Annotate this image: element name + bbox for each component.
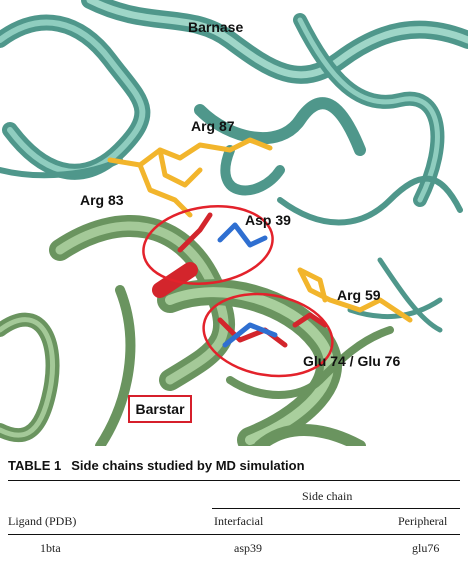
label-glu74-glu76: Glu 74 / Glu 76 (303, 353, 400, 369)
ribbon-diagram: Barnase Arg 87 Arg 83 Asp 39 Arg 59 Glu … (0, 0, 468, 446)
label-arg83: Arg 83 (80, 192, 124, 208)
side-chains-yellow (107, 137, 413, 323)
label-asp39: Asp 39 (245, 212, 291, 228)
table-1: TABLE 1 Side chains studied by MD simulat… (0, 452, 468, 584)
table-top-rule (8, 480, 460, 481)
cell-interfacial: asp39 (234, 541, 262, 555)
table-caption: TABLE 1 Side chains studied by MD simulat… (8, 458, 305, 473)
header-interfacial: Interfacial (214, 514, 264, 528)
cell-peripheral: glu76 (412, 541, 440, 555)
protein-structure-figure: Barnase Arg 87 Arg 83 Asp 39 Arg 59 Glu … (0, 0, 468, 446)
table-title: Side chains studied by MD simulation (71, 458, 305, 473)
label-barnase: Barnase (188, 19, 243, 35)
header-side-chain: Side chain (302, 489, 353, 503)
header-peripheral: Peripheral (398, 514, 448, 528)
label-arg59: Arg 59 (337, 287, 381, 303)
highlight-circle-glu (202, 292, 334, 378)
cell-ligand: 1bta (40, 541, 61, 555)
barnase-ribbons (0, 0, 468, 333)
label-barstar: Barstar (128, 395, 192, 423)
label-arg87: Arg 87 (191, 118, 235, 134)
header-ligand: Ligand (PDB) (8, 514, 77, 528)
highlight-circle-asp39 (142, 205, 274, 285)
barstar-ribbons (0, 215, 394, 446)
table-group-rule (212, 508, 460, 509)
table-number: TABLE 1 (8, 458, 62, 473)
table-header-rule (8, 534, 460, 535)
